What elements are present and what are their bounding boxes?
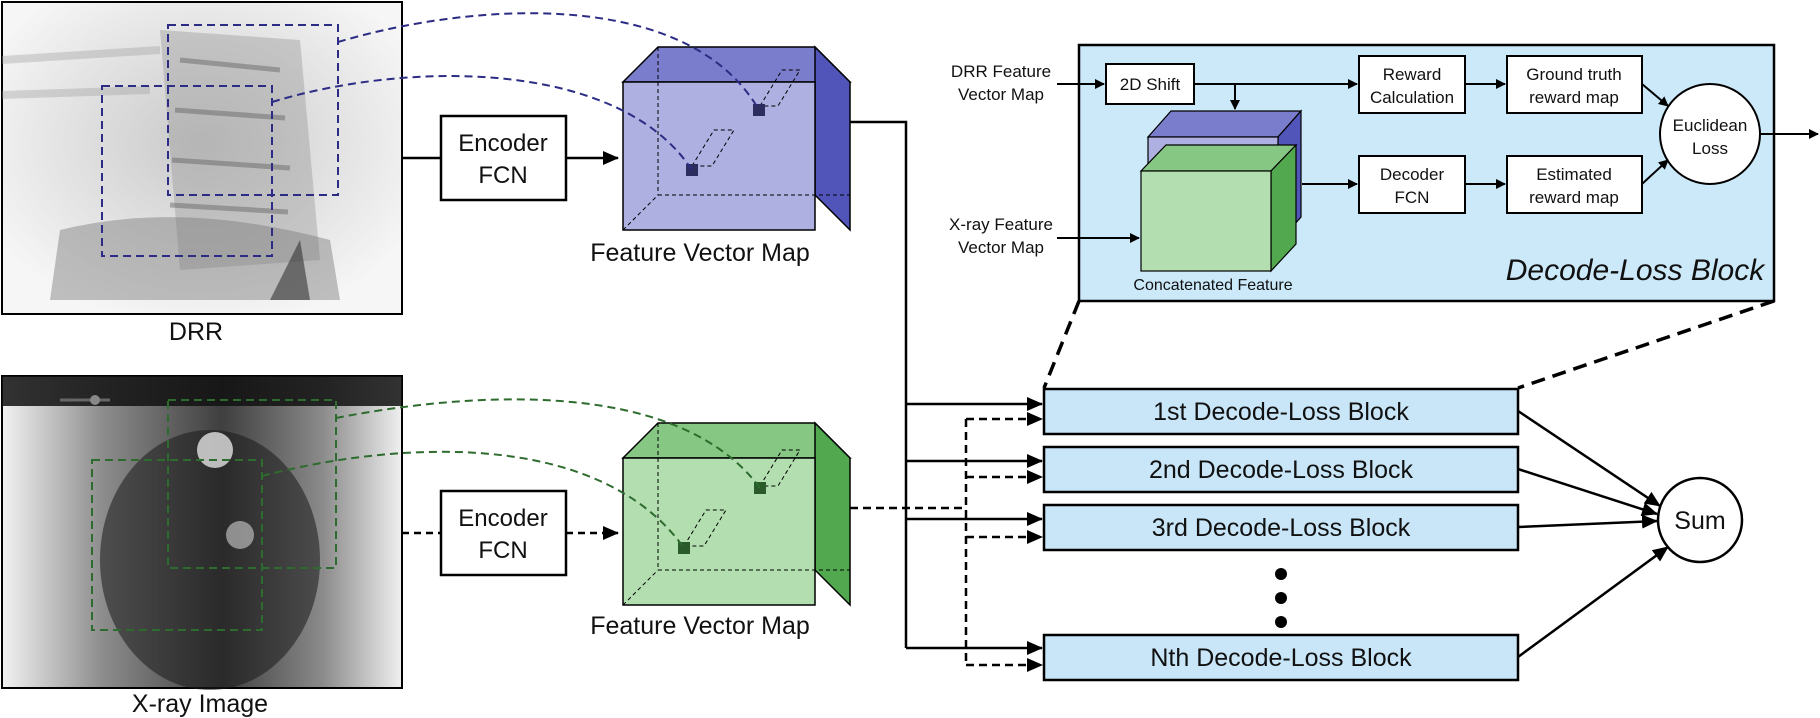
concatenated-feature-cubes [1139, 109, 1303, 273]
block-1-label: 1st Decode-Loss Block [1153, 398, 1409, 426]
euclidean-loss-circle: Euclidean Loss [1659, 83, 1761, 185]
decode-loss-block-2: 2nd Decode-Loss Block [1042, 445, 1520, 494]
drr-input-label-line2: Vector Map [958, 85, 1044, 104]
block-2-label: 2nd Decode-Loss Block [1149, 456, 1414, 484]
drr-image [1, 1, 403, 315]
xray-image [1, 375, 403, 690]
encoder-bottom-line1: Encoder [458, 505, 547, 532]
ground-truth-line2: reward map [1529, 88, 1619, 107]
estimated-line1: Estimated [1536, 165, 1612, 184]
shift-box: 2D Shift [1105, 63, 1195, 105]
encoder-arrows [402, 151, 619, 540]
estimated-line2: reward map [1529, 188, 1619, 207]
xray-input-label-line1: X-ray Feature [949, 215, 1053, 234]
patch-correspondence-curves [261, 12, 761, 549]
block-n-label: Nth Decode-Loss Block [1150, 644, 1412, 672]
xray-input-label-line2: Vector Map [958, 238, 1044, 257]
drr-patch-boxes [101, 24, 339, 257]
ellipsis-dots [1275, 568, 1287, 628]
drr-input-label-line1: DRR Feature [951, 62, 1051, 81]
feature-map-caption-bottom: Feature Vector Map [590, 612, 810, 640]
sum-label: Sum [1674, 507, 1725, 535]
decoder-fcn-box: Decoder FCN [1358, 155, 1466, 214]
estimated-reward-box: Estimated reward map [1506, 155, 1643, 214]
decoder-line2: FCN [1395, 188, 1430, 207]
feature-cube-drr [621, 45, 852, 232]
xray-patch-boxes [91, 399, 337, 631]
ground-truth-box: Ground truth reward map [1506, 55, 1643, 114]
reward-calc-line1: Reward [1383, 65, 1442, 84]
feature-map-caption-top: Feature Vector Map [590, 239, 810, 267]
reward-calc-line2: Calculation [1370, 88, 1454, 107]
shift-label: 2D Shift [1120, 75, 1181, 94]
ground-truth-line1: Ground truth [1526, 65, 1621, 84]
loss-line1: Euclidean [1673, 116, 1748, 135]
zoom-connector-lines [1042, 299, 1775, 390]
block-to-sum-arrows [1517, 409, 1669, 659]
concatenated-feature-caption: Concatenated Feature [1133, 277, 1292, 294]
xray-feature-routing [850, 412, 1043, 672]
drr-feature-routing [850, 120, 1043, 655]
encoder-fcn-bottom: Encoder FCN [439, 489, 568, 577]
reward-calculation-box: Reward Calculation [1358, 55, 1466, 114]
xray-caption: X-ray Image [132, 690, 268, 718]
decode-loss-internal-arrows [1057, 79, 1819, 243]
sum-node: Sum [1656, 476, 1744, 564]
block-3-label: 3rd Decode-Loss Block [1152, 514, 1411, 542]
decode-loss-block-n: Nth Decode-Loss Block [1042, 633, 1520, 682]
drr-caption: DRR [169, 318, 223, 346]
loss-line2: Loss [1692, 139, 1728, 158]
decode-loss-block-3: 3rd Decode-Loss Block [1042, 503, 1520, 552]
decode-loss-panel-title: Decode-Loss Block [1506, 254, 1766, 287]
feature-cube-xray [621, 421, 852, 607]
decode-loss-block-1: 1st Decode-Loss Block [1042, 387, 1520, 436]
encoder-top-line2: FCN [478, 162, 527, 189]
encoder-fcn-top: Encoder FCN [439, 114, 568, 202]
encoder-top-line1: Encoder [458, 130, 547, 157]
decoder-line1: Decoder [1380, 165, 1445, 184]
encoder-bottom-line2: FCN [478, 537, 527, 564]
